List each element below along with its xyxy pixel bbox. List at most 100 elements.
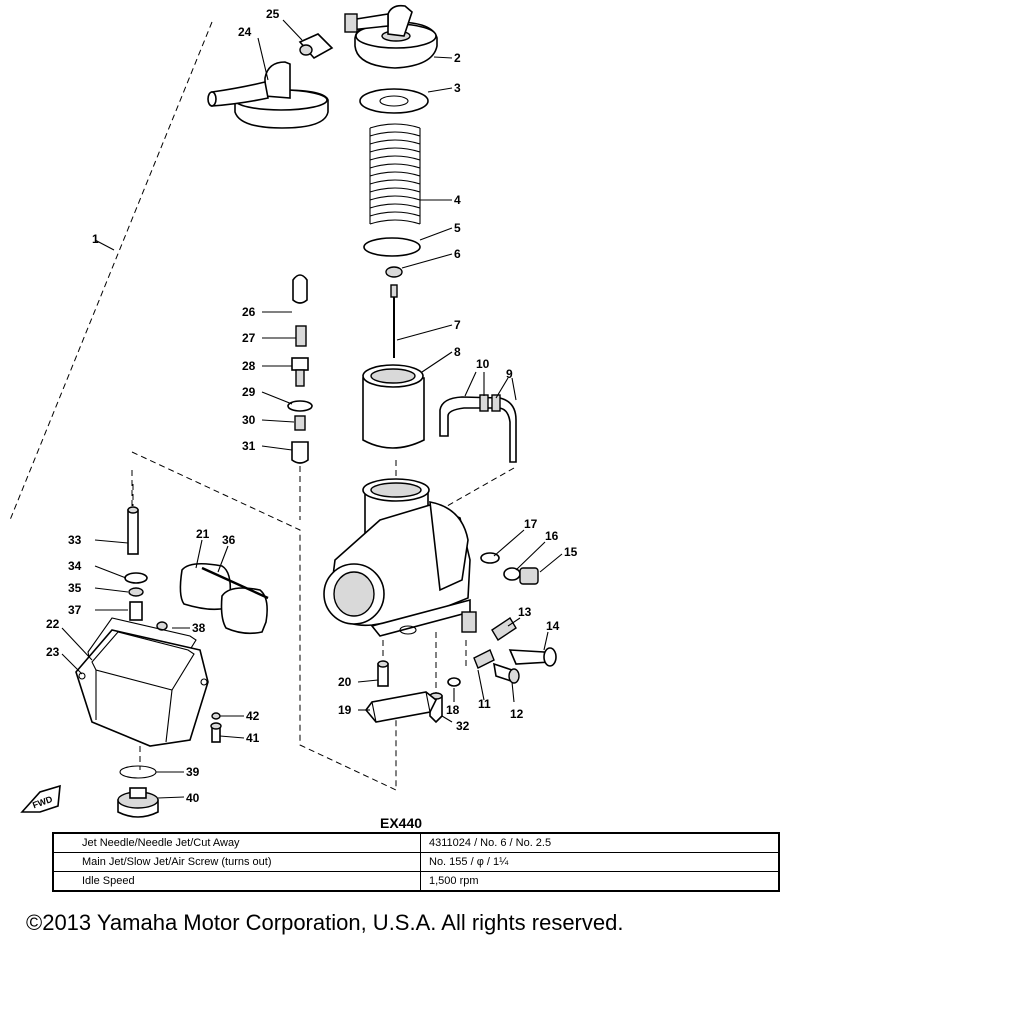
callout-21: 21 [196,527,210,541]
callout-14: 14 [546,619,560,633]
callout-3: 3 [454,81,461,95]
callout-41: 41 [246,731,260,745]
table-row: Jet Needle/Needle Jet/Cut Away 4311024 /… [52,832,780,853]
callout-29: 29 [242,385,256,399]
callout-31: 31 [242,439,256,453]
assembly-leader-line [9,21,213,521]
part-3-gasket [359,88,429,114]
callout-16: 16 [545,529,559,543]
part-41-screw [210,722,222,743]
part-34-washer [124,572,148,584]
callout-2: 2 [454,51,461,65]
callout-34: 34 [68,559,82,573]
part-25-fitting [298,33,334,60]
callout-20: 20 [338,675,352,689]
part-23-float-bowl [75,629,209,747]
callout-38: 38 [192,621,206,635]
callout-6: 6 [454,247,461,261]
part-4-throttle-spring [369,123,421,226]
callout-37: 37 [68,603,82,617]
callout-42: 42 [246,709,260,723]
model-label: EX440 [380,815,423,831]
spec-label: Jet Needle/Needle Jet/Cut Away [52,832,421,853]
part-33-main-jet [127,506,139,555]
part-42-washer [211,712,221,720]
callout-10: 10 [476,357,490,371]
callout-25: 25 [266,7,280,21]
part-20-main-jet-holder [377,660,389,687]
callout-30: 30 [242,413,256,427]
part-26-cap [292,274,308,304]
table-row: Main Jet/Slow Jet/Air Screw (turns out) … [52,852,780,872]
leader-line [217,545,229,573]
copyright-notice: ©2013 Yamaha Motor Corporation, U.S.A. A… [26,910,624,935]
callout-24: 24 [238,25,252,39]
callout-35: 35 [68,581,82,595]
part-39-o-ring [119,765,157,779]
part-6-clip [385,266,403,278]
spec-value: No. 155 / φ / 1¼ [420,852,780,872]
callout-1: 1 [92,232,99,246]
part-8-throttle-valve [362,364,425,449]
part-5-spring-seat [363,237,421,257]
callout-numbers: 1 2 3 4 5 6 7 8 9 10 11 12 13 14 15 16 1… [46,7,578,805]
part-12-air-screw [492,662,520,684]
callout-33: 33 [68,533,82,547]
spec-table: Jet Needle/Needle Jet/Cut Away 4311024 /… [52,832,780,892]
callout-26: 26 [242,305,256,319]
callout-11: 11 [478,697,491,711]
leader-line [195,539,203,569]
part-19-baffle-plate [364,691,438,723]
part-9-10-vent-hose [439,394,517,463]
part-28-needle-valve-seat [291,357,309,387]
part-11-spring [473,649,495,669]
spec-label: Main Jet/Slow Jet/Air Screw (turns out) [52,852,421,872]
part-36-float-pin [201,566,269,600]
part-37-needle-jet [129,601,143,621]
leader-line [511,377,517,401]
callout-18: 18 [446,703,460,717]
callout-5: 5 [454,221,461,235]
callout-13: 13 [518,605,532,619]
callout-4: 4 [454,193,461,207]
callout-39: 39 [186,765,200,779]
callout-27: 27 [242,331,256,345]
part-24-cap-with-elbow [207,61,329,129]
callout-19: 19 [338,703,352,717]
part-16-washer [503,567,521,581]
part-29-washer [287,400,313,412]
leader-line [495,377,509,399]
callout-36: 36 [222,533,236,547]
leader-line [464,371,477,397]
callout-23: 23 [46,645,60,659]
float-chamber-frame [131,451,397,791]
fwd-direction-arrow-icon: FWD [20,784,61,813]
part-30-spring [294,415,306,431]
callout-9: 9 [506,367,513,381]
callout-12: 12 [510,707,524,721]
hidden-line [439,467,515,511]
spec-label: Idle Speed [52,871,421,892]
callout-8: 8 [454,345,461,359]
callout-40: 40 [186,791,200,805]
part-14-throttle-stop-screw [508,647,557,667]
part-31-needle [291,441,309,464]
part-15-plug [519,567,539,585]
callout-leaders [61,19,563,799]
part-2-mixing-chamber-top [344,4,438,69]
table-row: Idle Speed 1,500 rpm [52,871,780,892]
leader-line [94,239,115,251]
part-27-jet [295,325,307,347]
part-13-spring [491,617,517,641]
carburetor-body [323,478,477,637]
spec-value: 1,500 rpm [420,871,780,892]
part-18-washer [447,677,461,687]
callout-32: 32 [456,719,470,733]
callout-17: 17 [524,517,538,531]
callout-28: 28 [242,359,256,373]
callout-7: 7 [454,318,461,332]
part-7-jet-needle [390,284,398,358]
part-40-drain-plug [117,787,159,818]
part-35-washer [128,587,144,597]
